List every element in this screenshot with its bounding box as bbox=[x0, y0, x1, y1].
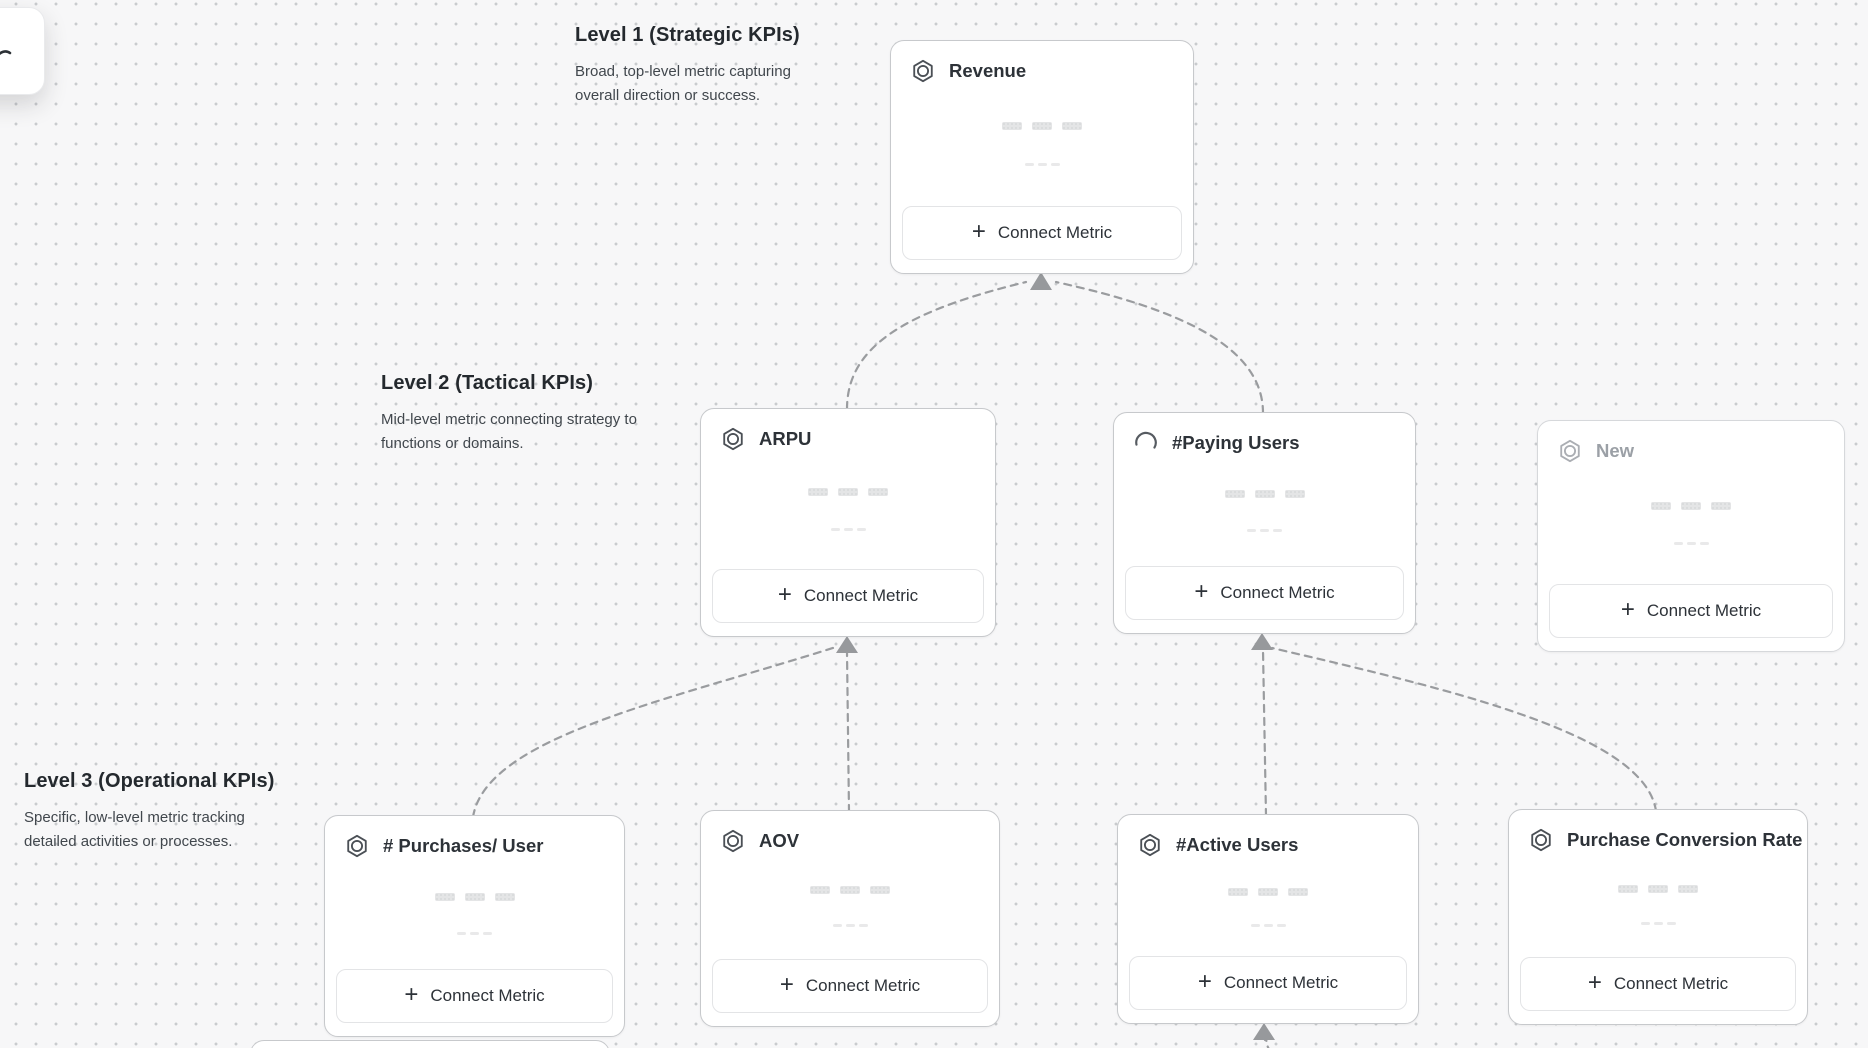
metric-hexagon-icon bbox=[1137, 832, 1163, 858]
card-header: Purchase Conversion Rate bbox=[1528, 827, 1802, 853]
metric-card-title: New bbox=[1596, 440, 1635, 461]
floating-toolbar-partial[interactable] bbox=[0, 7, 45, 95]
level-2-description: Mid-level metric connecting strategy to … bbox=[381, 411, 637, 453]
skeleton-row-small bbox=[701, 528, 995, 532]
card-header: New bbox=[1557, 438, 1830, 464]
metric-card-new[interactable]: New + Connect Metric bbox=[1537, 420, 1845, 652]
connect-metric-label: Connect Metric bbox=[1223, 973, 1339, 992]
plus-icon: + bbox=[404, 980, 419, 1008]
level-1-title: Level 1 (Strategic KPIs) bbox=[575, 24, 800, 46]
skeleton-row-small bbox=[891, 162, 1193, 166]
connect-metric-label: Connect Metric bbox=[803, 586, 919, 605]
level-1-label: Level 1 (Strategic KPIs) Broad, top-leve… bbox=[575, 24, 837, 109]
skeleton-row-small bbox=[701, 923, 999, 927]
metric-hexagon-icon bbox=[720, 828, 746, 854]
connect-metric-label: Connect Metric bbox=[997, 223, 1113, 242]
skeleton-row bbox=[1114, 490, 1415, 498]
connect-metric-label: Connect Metric bbox=[430, 986, 545, 1005]
cursor-stroke-icon bbox=[0, 50, 12, 56]
level-3-label: Level 3 (Operational KPIs) Specific, low… bbox=[24, 770, 286, 855]
card-header: #Paying Users bbox=[1133, 430, 1401, 456]
connect-metric-label: Connect Metric bbox=[1613, 974, 1729, 993]
connector-arrowhead bbox=[1253, 1023, 1275, 1040]
plus-icon: + bbox=[777, 580, 792, 608]
connector-purchases-to-arpu bbox=[471, 645, 838, 819]
connector-arrowhead bbox=[1030, 272, 1052, 290]
connect-metric-button[interactable]: + Connect Metric bbox=[1549, 584, 1833, 638]
connect-metric-button[interactable]: + Connect Metric bbox=[1125, 566, 1404, 620]
connect-metric-label: Connect Metric bbox=[1220, 583, 1335, 602]
skeleton-row bbox=[701, 488, 995, 497]
level-1-description: Broad, top-level metric capturing overal… bbox=[575, 63, 791, 105]
metric-hexagon-icon bbox=[1557, 438, 1583, 464]
connect-metric-button[interactable]: + Connect Metric bbox=[1129, 956, 1407, 1010]
card-header: # Purchases/ User bbox=[344, 833, 610, 859]
metric-hexagon-icon bbox=[720, 426, 746, 452]
metric-card-active-users[interactable]: #Active Users + Connect Metric bbox=[1117, 814, 1419, 1024]
connect-metric-label: Connect Metric bbox=[805, 976, 921, 995]
connect-metric-button[interactable]: + Connect Metric bbox=[1520, 957, 1796, 1011]
skeleton-row bbox=[1118, 887, 1418, 896]
metric-card-title: #Active Users bbox=[1176, 834, 1299, 855]
metric-card-arpu[interactable]: ARPU + Connect Metric bbox=[700, 408, 996, 637]
metric-card-aov[interactable]: AOV + Connect Metric bbox=[700, 810, 1000, 1027]
skeleton-row bbox=[1538, 501, 1844, 510]
plus-icon: + bbox=[779, 970, 794, 998]
level-2-title: Level 2 (Tactical KPIs) bbox=[381, 372, 594, 394]
metric-hexagon-icon bbox=[344, 833, 370, 859]
connector-arrowhead bbox=[836, 636, 858, 653]
metric-card-title: ARPU bbox=[759, 428, 812, 449]
connect-metric-button[interactable]: + Connect Metric bbox=[712, 959, 988, 1013]
level-3-description: Specific, low-level metric tracking deta… bbox=[24, 809, 245, 851]
plus-icon: + bbox=[1620, 595, 1635, 623]
connect-metric-button[interactable]: + Connect Metric bbox=[902, 206, 1182, 260]
skeleton-row bbox=[325, 893, 624, 901]
connect-metric-button[interactable]: + Connect Metric bbox=[712, 569, 984, 623]
skeleton-row-small bbox=[1118, 924, 1418, 928]
skeleton-row bbox=[1509, 884, 1807, 893]
connector-pcr-to-paying-users bbox=[1270, 646, 1658, 813]
skeleton-row bbox=[891, 122, 1193, 131]
skeleton-row-small bbox=[1509, 922, 1807, 926]
metric-card-title: #Paying Users bbox=[1172, 432, 1300, 453]
metric-card-partial-bottom[interactable] bbox=[250, 1040, 610, 1048]
level-2-label: Level 2 (Tactical KPIs) Mid-level metric… bbox=[381, 372, 643, 457]
connector-arrowhead bbox=[1251, 633, 1273, 650]
metric-card-title: AOV bbox=[759, 830, 800, 851]
card-header: #Active Users bbox=[1137, 832, 1404, 858]
connector-arpu-to-revenue bbox=[845, 280, 1028, 411]
metric-card-purchase-conversion-rate[interactable]: Purchase Conversion Rate + Connect Metri… bbox=[1508, 809, 1808, 1025]
connector-paying-users-to-revenue bbox=[1054, 280, 1265, 415]
connector-active-users-to-paying-users bbox=[1261, 648, 1268, 818]
connector-offscreen-to-active-users bbox=[1263, 1038, 1270, 1048]
plus-icon: + bbox=[1197, 967, 1212, 995]
metric-card-title: # Purchases/ User bbox=[383, 835, 544, 856]
skeleton-row-small bbox=[325, 931, 624, 935]
card-header: Revenue bbox=[910, 58, 1179, 84]
metric-hexagon-icon bbox=[1528, 827, 1554, 853]
connect-metric-label: Connect Metric bbox=[1646, 601, 1762, 620]
skeleton-row-small bbox=[1538, 541, 1844, 545]
spinner-icon bbox=[1133, 430, 1159, 456]
card-header: ARPU bbox=[720, 426, 981, 452]
level-3-title: Level 3 (Operational KPIs) bbox=[24, 770, 275, 792]
plus-icon: + bbox=[1587, 968, 1602, 996]
metric-card-title: Purchase Conversion Rate bbox=[1567, 829, 1803, 850]
metric-card-purchases-per-user[interactable]: # Purchases/ User + Connect Metric bbox=[324, 815, 625, 1037]
metric-card-revenue[interactable]: Revenue + Connect Metric bbox=[890, 40, 1194, 274]
plus-icon: + bbox=[971, 217, 986, 245]
connector-aov-to-arpu bbox=[845, 650, 851, 814]
metric-hexagon-icon bbox=[910, 58, 936, 84]
metric-card-paying-users[interactable]: #Paying Users + Connect Metric bbox=[1113, 412, 1416, 634]
card-header: AOV bbox=[720, 828, 985, 854]
skeleton-row-small bbox=[1114, 528, 1415, 532]
connect-metric-button[interactable]: + Connect Metric bbox=[336, 969, 613, 1023]
metric-card-title: Revenue bbox=[949, 60, 1027, 81]
plus-icon: + bbox=[1194, 577, 1209, 605]
skeleton-row bbox=[701, 886, 999, 895]
